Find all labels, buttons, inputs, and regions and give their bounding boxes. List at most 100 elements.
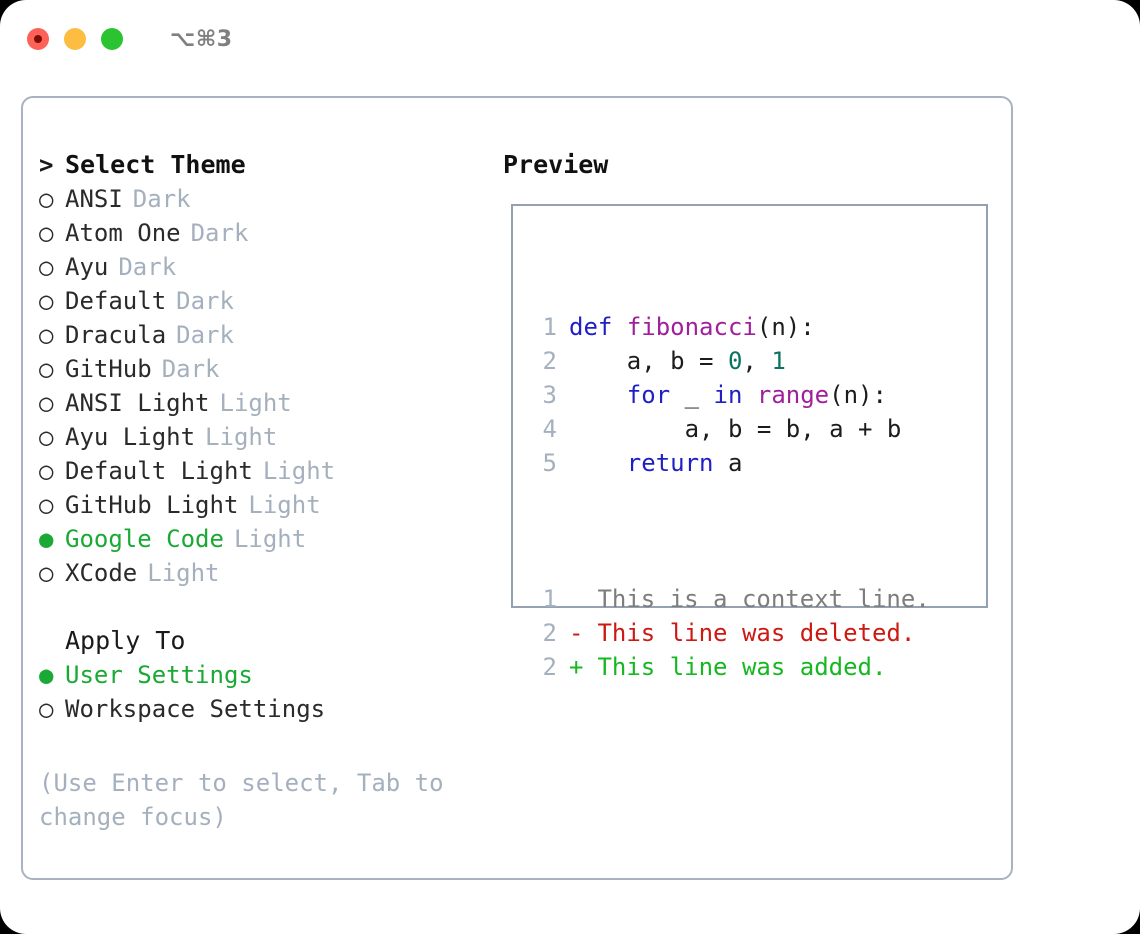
code-token <box>569 449 627 477</box>
select-theme-label: Select Theme <box>65 150 246 179</box>
theme-variant-badge: Dark <box>161 355 220 383</box>
line-number: 1 <box>542 585 557 613</box>
radio-unselected-icon[interactable]: ○ <box>39 219 54 247</box>
line-number: 2 <box>542 653 557 681</box>
code-line: 5 return a <box>527 446 930 480</box>
apply-to-label: Apply To <box>65 626 186 655</box>
theme-name: Google Code <box>65 525 224 553</box>
theme-name: XCode <box>65 559 138 587</box>
diff-sign <box>569 582 583 616</box>
theme-list-item[interactable]: ○ XCode Light <box>39 556 479 590</box>
apply-to-header: · Apply To <box>39 624 479 658</box>
theme-name: GitHub <box>65 355 152 383</box>
radio-unselected-icon[interactable]: ○ <box>39 559 54 587</box>
title-bar: ⌥⌘3 <box>0 0 1140 78</box>
theme-variant-badge: Light <box>219 389 292 417</box>
theme-list-item[interactable]: ● Google Code Light <box>39 522 479 556</box>
radio-unselected-icon[interactable]: ○ <box>39 253 54 281</box>
apply-to-marker-blank: · <box>39 624 65 658</box>
line-number: 3 <box>542 381 557 409</box>
radio-unselected-icon[interactable]: ○ <box>39 185 54 213</box>
theme-variant-badge: Light <box>147 559 220 587</box>
theme-name: Default <box>65 287 167 315</box>
code-token: a, b = <box>569 347 728 375</box>
theme-name: Default Light <box>65 457 253 485</box>
line-number: 5 <box>542 449 557 477</box>
code-token: 1 <box>771 347 786 375</box>
diff-sign: - <box>569 619 584 647</box>
radio-unselected-icon[interactable]: ○ <box>39 355 54 383</box>
theme-variant-badge: Light <box>233 525 307 553</box>
code-token <box>742 381 756 409</box>
spacer-marker: · <box>39 590 65 624</box>
theme-name: Ayu <box>65 253 109 281</box>
theme-variant-badge: Dark <box>132 185 191 213</box>
code-token: for <box>626 381 671 409</box>
theme-variant-badge: Dark <box>176 321 234 349</box>
code-line: 2 a, b = 0, 1 <box>527 344 930 378</box>
zoom-button[interactable] <box>101 28 123 50</box>
theme-name: GitHub Light <box>65 491 239 519</box>
close-button[interactable] <box>27 28 49 50</box>
radio-unselected-icon[interactable]: ○ <box>39 321 54 349</box>
line-number: 2 <box>542 619 557 647</box>
theme-variant-badge: Light <box>205 423 278 451</box>
theme-name: Dracula <box>65 321 167 349</box>
code-token: n <box>771 313 786 341</box>
select-theme-header: > Select Theme <box>39 148 479 182</box>
preview-column: Preview <box>503 148 1003 182</box>
theme-list-item[interactable]: ○ Dracula Dark <box>39 318 479 352</box>
code-token: n <box>843 381 859 409</box>
code-line: 3 for _ in range(n): <box>527 378 930 412</box>
code-token: range <box>756 381 830 409</box>
theme-variant-badge: Dark <box>118 253 177 281</box>
theme-list-item[interactable]: ○ Ayu Dark <box>39 250 479 284</box>
theme-name: Ayu Light <box>65 423 196 451</box>
spacer-row: · <box>39 590 479 624</box>
theme-list-item[interactable]: ○ ANSI Light Light <box>39 386 479 420</box>
line-number: 4 <box>542 415 557 443</box>
radio-selected-icon[interactable]: ● <box>39 525 54 553</box>
code-token: ( <box>756 313 772 341</box>
keyboard-hint: (Use Enter to select, Tab to change focu… <box>39 769 444 831</box>
radio-unselected-icon[interactable]: ○ <box>39 457 54 485</box>
diff-text: This line was added. <box>583 653 887 681</box>
code-token: ): <box>858 381 887 409</box>
theme-list-item[interactable]: ○ Ayu Light Light <box>39 420 479 454</box>
code-line: 4 a, b = b, a + b <box>527 412 930 446</box>
minimize-button[interactable] <box>64 28 86 50</box>
radio-unselected-icon[interactable]: ○ <box>39 389 54 417</box>
theme-name: ANSI Light <box>65 389 210 417</box>
code-token: in <box>713 381 743 409</box>
apply-to-option-label: Workspace Settings <box>65 695 326 723</box>
diff-text: This is a context line. <box>583 585 930 613</box>
apply-to-option-label: User Settings <box>65 661 253 689</box>
theme-variant-badge: Light <box>248 491 321 519</box>
theme-name: Atom One <box>65 219 181 247</box>
apply-to-option[interactable]: ● User Settings <box>39 658 479 692</box>
diff-line: 2- This line was deleted. <box>527 616 930 650</box>
apply-to-option[interactable]: ○ Workspace Settings <box>39 692 479 726</box>
radio-unselected-icon[interactable]: ○ <box>39 287 54 315</box>
radio-selected-icon[interactable]: ● <box>39 661 54 689</box>
radio-unselected-icon[interactable]: ○ <box>39 491 54 519</box>
preview-title: Preview <box>503 150 609 179</box>
line-number: 2 <box>542 347 557 375</box>
theme-list-item[interactable]: ○ GitHub Light Light <box>39 488 479 522</box>
caret-icon: > <box>39 151 54 179</box>
diff-line: 2+ This line was added. <box>527 650 930 684</box>
theme-list-item[interactable]: ○ GitHub Dark <box>39 352 479 386</box>
code-token <box>612 313 626 341</box>
radio-unselected-icon[interactable]: ○ <box>39 695 54 723</box>
radio-unselected-icon[interactable]: ○ <box>39 423 54 451</box>
